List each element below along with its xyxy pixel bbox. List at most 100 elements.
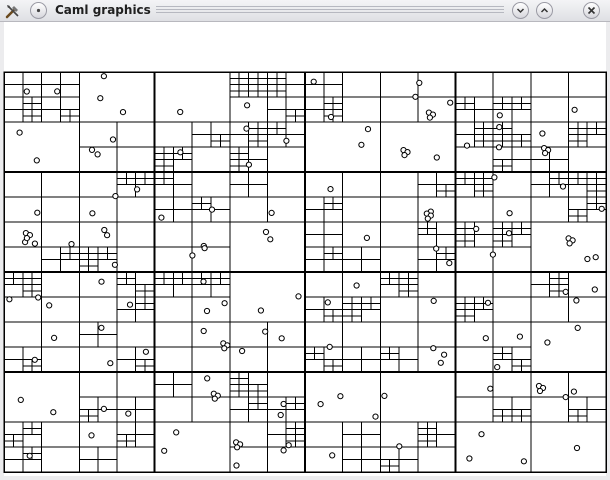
point-marker: [243, 125, 250, 132]
tools-icon[interactable]: [5, 3, 21, 19]
point-marker: [329, 452, 336, 459]
close-button[interactable]: [583, 2, 600, 19]
point-marker: [268, 209, 275, 216]
point-marker: [51, 334, 58, 341]
point-marker: [478, 431, 485, 438]
point-marker: [161, 447, 168, 454]
point-marker: [6, 296, 13, 303]
point-marker: [31, 240, 39, 247]
point-marker: [34, 209, 41, 216]
point-marker: [566, 240, 573, 247]
point-marker: [536, 387, 544, 395]
point-marker: [327, 186, 334, 193]
point-marker: [562, 394, 569, 401]
point-marker: [88, 146, 96, 153]
point-marker: [574, 324, 581, 331]
point-marker: [173, 429, 180, 436]
minimize-button[interactable]: [512, 2, 529, 19]
point-marker: [101, 226, 108, 234]
point-marker: [234, 444, 241, 451]
point-marker: [381, 392, 388, 399]
point-marker: [107, 360, 114, 367]
point-marker: [278, 335, 285, 342]
point-marker: [520, 458, 528, 465]
point-marker: [100, 405, 108, 412]
point-marker: [17, 396, 24, 403]
point-marker: [125, 410, 132, 417]
point-marker: [100, 73, 108, 80]
title-bar[interactable]: Caml graphics: [0, 0, 610, 22]
point-marker: [134, 186, 141, 193]
point-marker: [203, 307, 211, 315]
point-marker: [447, 99, 454, 106]
point-marker: [33, 157, 40, 164]
point-marker: [506, 210, 513, 217]
point-marker: [88, 432, 95, 439]
point-marker: [310, 78, 317, 85]
point-marker: [23, 88, 30, 95]
point-marker: [426, 114, 433, 121]
maximize-icon: [540, 7, 549, 13]
point-marker: [16, 129, 23, 136]
point-marker: [189, 252, 196, 259]
point-marker: [89, 210, 96, 217]
point-marker: [35, 294, 42, 301]
point-marker: [592, 254, 599, 261]
point-marker: [211, 395, 218, 402]
point-marker: [437, 359, 444, 366]
point-marker: [283, 137, 290, 144]
window-menu-button[interactable]: [30, 2, 47, 19]
point-marker: [591, 286, 598, 293]
point-marker: [494, 364, 501, 371]
point-marker: [327, 113, 335, 121]
point-marker: [177, 108, 184, 116]
point-marker: [262, 228, 270, 236]
point-marker: [326, 343, 333, 350]
point-marker: [358, 141, 365, 148]
point-marker: [201, 245, 208, 252]
point-marker: [262, 328, 269, 335]
point-marker: [571, 106, 578, 113]
window-menu-icon: [36, 8, 41, 13]
point-marker: [473, 225, 480, 232]
maximize-button[interactable]: [536, 2, 553, 19]
point-marker: [412, 93, 419, 100]
point-marker: [562, 288, 569, 295]
point-marker: [317, 401, 324, 408]
point-marker: [50, 409, 57, 416]
point-marker: [539, 130, 546, 137]
point-marker: [337, 393, 344, 400]
point-marker: [295, 293, 302, 300]
point-marker: [23, 235, 30, 242]
point-marker: [505, 230, 513, 237]
point-marker: [487, 385, 494, 392]
point-marker: [233, 462, 240, 469]
point-marker: [482, 335, 489, 342]
point-marker: [598, 205, 605, 212]
point-marker: [142, 348, 149, 355]
point-marker: [430, 345, 437, 352]
point-marker: [98, 278, 105, 285]
point-marker: [280, 400, 287, 408]
point-marker: [491, 174, 498, 181]
point-marker: [495, 144, 503, 151]
point-marker: [200, 278, 207, 285]
point-marker: [430, 297, 437, 304]
point-marker: [433, 245, 440, 252]
point-marker: [200, 327, 207, 335]
point-marker: [104, 232, 111, 239]
point-marker: [54, 88, 61, 95]
point-marker: [363, 234, 370, 241]
point-marker: [97, 95, 104, 102]
point-marker: [221, 300, 228, 307]
point-marker: [559, 183, 567, 190]
point-marker: [496, 124, 503, 131]
point-marker: [277, 411, 284, 419]
point-marker: [257, 307, 264, 314]
point-marker: [573, 297, 580, 304]
point-marker: [441, 351, 448, 358]
point-marker: [267, 236, 274, 243]
point-marker: [31, 356, 38, 363]
close-icon: [587, 6, 596, 15]
point-marker: [239, 347, 246, 355]
